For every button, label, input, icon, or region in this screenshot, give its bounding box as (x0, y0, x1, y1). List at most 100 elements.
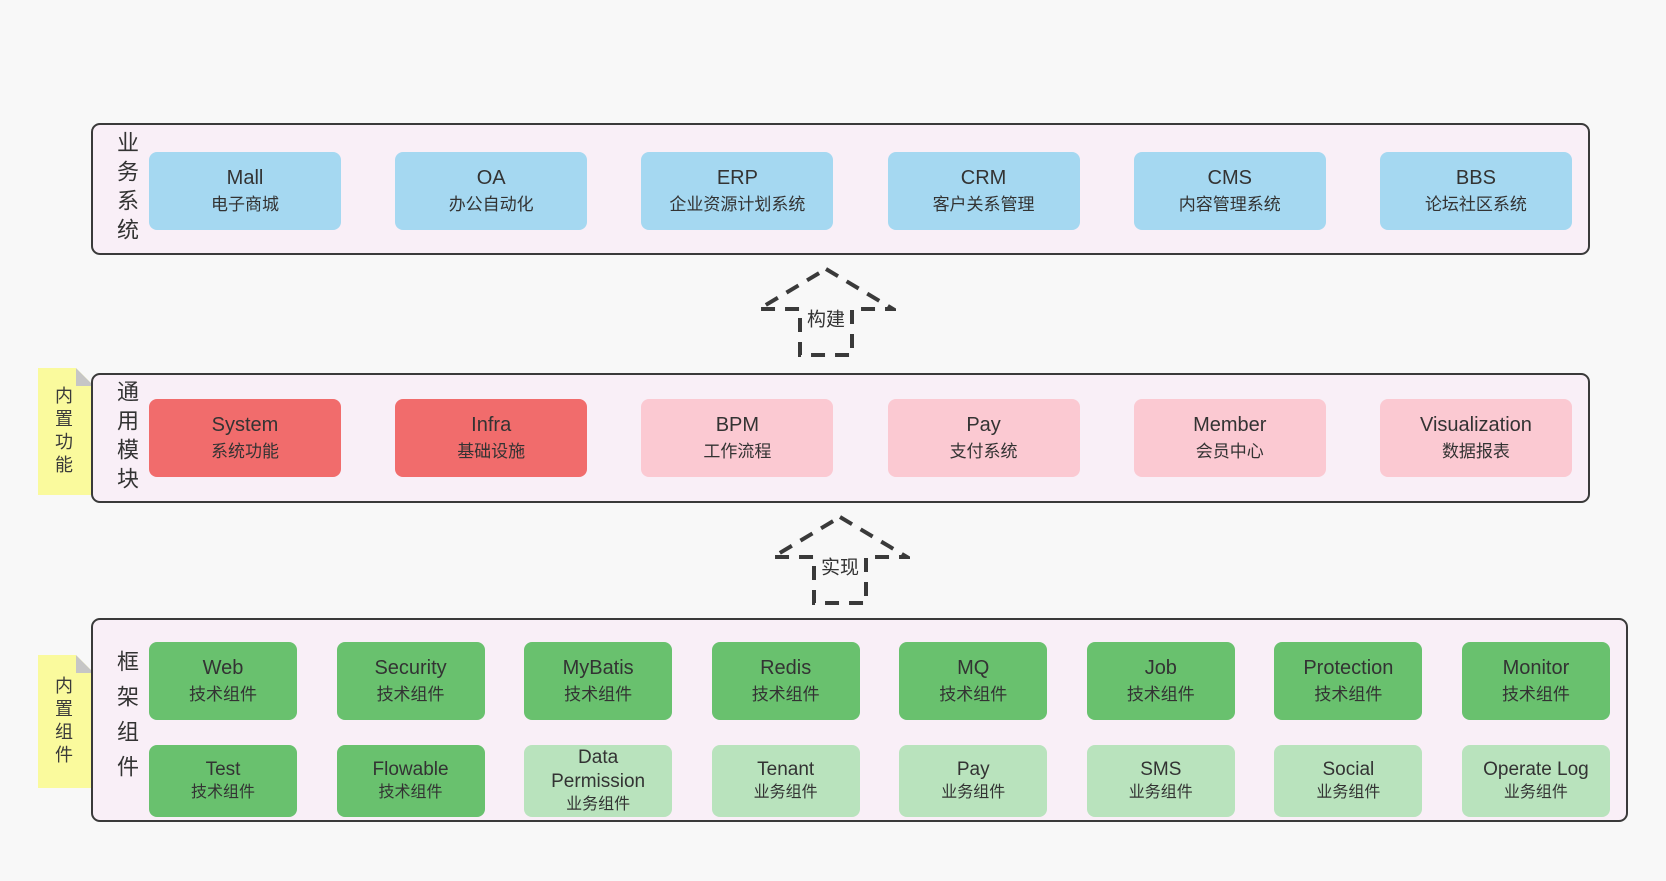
box-pay-business: Pay 业务组件 (899, 745, 1048, 817)
box-pay: Pay 支付系统 (887, 399, 1080, 477)
box-subtitle: 技术组件 (1501, 685, 1570, 704)
box-subtitle: 论坛社区系统 (1424, 195, 1527, 214)
box-title: OA (476, 167, 506, 189)
box-web: Web 技术组件 (149, 642, 297, 720)
box-subtitle: 技术组件 (378, 784, 443, 801)
box-erp: ERP 企业资源计划系统 (641, 152, 834, 230)
box-subtitle: 技术组件 (939, 685, 1008, 704)
box-title: Job (1144, 657, 1177, 679)
box-oa: OA 办公自动化 (395, 152, 588, 230)
box-title: MQ (957, 657, 990, 679)
business-systems-section: 业务系统 Mall 电子商城 OA 办公自动化 ERP 企业资源计划系统 CRM… (91, 123, 1590, 255)
box-infra: Infra 基础设施 (395, 399, 588, 477)
business-boxes-row: Mall 电子商城 OA 办公自动化 ERP 企业资源计划系统 CRM 客户关系… (149, 152, 1572, 230)
box-title: Mall (226, 167, 264, 189)
dashed-up-arrow-icon (770, 514, 910, 605)
box-title: Flowable (372, 759, 449, 780)
box-bpm: BPM 工作流程 (641, 399, 834, 477)
note-text: 内置组件 (53, 675, 73, 768)
box-subtitle: 业务组件 (1128, 784, 1193, 801)
section-label-modules: 通用模块 (114, 380, 139, 496)
box-subtitle: 系统功能 (211, 442, 279, 461)
box-subtitle: 数据报表 (1441, 442, 1510, 461)
box-subtitle: 技术组件 (189, 685, 257, 704)
section-label-business: 业务系统 (114, 131, 139, 247)
box-title: SMS (1140, 759, 1182, 780)
components-row-2: Test 技术组件 Flowable 技术组件 Data Permission … (149, 745, 1610, 817)
arrow-up-implement: 实现 (770, 514, 910, 606)
box-member: Member 会员中心 (1133, 399, 1326, 477)
box-subtitle: 技术组件 (376, 685, 445, 704)
box-subtitle: 业务组件 (1316, 784, 1381, 801)
box-title: BBS (1455, 167, 1496, 189)
box-subtitle: 工作流程 (703, 442, 772, 461)
note-text: 内置功能 (53, 385, 73, 478)
box-bbs: BBS 论坛社区系统 (1379, 152, 1572, 230)
note-built-in-features: 内置功能 (38, 368, 94, 495)
framework-components-section: 框架组件 Web 技术组件 Security 技术组件 MyBatis 技术组件… (91, 618, 1628, 822)
box-title: Social (1322, 759, 1375, 780)
box-subtitle: 内容管理系统 (1178, 195, 1281, 214)
box-title: ERP (716, 167, 758, 189)
box-title: Visualization (1419, 414, 1532, 436)
box-title: Member (1193, 414, 1267, 436)
dashed-up-arrow-icon (756, 266, 896, 357)
note-built-in-components: 内置组件 (38, 655, 94, 788)
box-title: Monitor (1502, 657, 1570, 679)
box-subtitle: 业务组件 (941, 784, 1006, 801)
box-subtitle: 技术组件 (1314, 685, 1383, 704)
box-monitor: Monitor 技术组件 (1461, 642, 1610, 720)
modules-boxes-row: System 系统功能 Infra 基础设施 BPM 工作流程 Pay 支付系统… (149, 399, 1572, 477)
box-subtitle: 技术组件 (564, 685, 633, 704)
box-subtitle: 会员中心 (1195, 442, 1264, 461)
box-subtitle: 支付系统 (949, 442, 1018, 461)
box-social: Social 业务组件 (1274, 745, 1423, 817)
box-subtitle: 电子商城 (211, 195, 279, 214)
box-cms: CMS 内容管理系统 (1133, 152, 1326, 230)
box-title: CRM (960, 167, 1007, 189)
box-mq: MQ 技术组件 (899, 642, 1048, 720)
box-mybatis: MyBatis 技术组件 (524, 642, 673, 720)
box-subtitle: 业务组件 (1503, 784, 1568, 801)
components-row-1: Web 技术组件 Security 技术组件 MyBatis 技术组件 Redi… (149, 642, 1610, 720)
box-visualization: Visualization 数据报表 (1379, 399, 1572, 477)
box-title: Data Permission (551, 747, 646, 792)
box-tenant: Tenant 业务组件 (711, 745, 860, 817)
box-title: Pay (956, 759, 990, 780)
box-mall: Mall 电子商城 (149, 152, 341, 230)
box-subtitle: 办公自动化 (448, 195, 534, 214)
box-sms: SMS 业务组件 (1086, 745, 1235, 817)
box-operate-log: Operate Log 业务组件 (1461, 745, 1610, 817)
box-subtitle: 业务组件 (566, 796, 631, 813)
box-title: Security (374, 657, 447, 679)
box-subtitle: 客户关系管理 (932, 195, 1035, 214)
box-protection: Protection 技术组件 (1274, 642, 1423, 720)
box-title: Operate Log (1483, 759, 1589, 780)
box-title: Test (205, 759, 241, 780)
box-subtitle: 企业资源计划系统 (669, 195, 806, 214)
box-title: Web (202, 657, 244, 679)
box-data-permission: Data Permission 业务组件 (524, 745, 673, 817)
box-subtitle: 基础设施 (457, 442, 526, 461)
box-system: System 系统功能 (149, 399, 341, 477)
box-flowable: Flowable 技术组件 (336, 745, 485, 817)
arrow-label-build: 构建 (803, 302, 849, 334)
arrow-label-implement: 实现 (817, 550, 863, 582)
box-title: Infra (471, 414, 512, 436)
box-subtitle: 技术组件 (190, 784, 255, 801)
box-title: System (211, 414, 279, 436)
box-title: Redis (760, 657, 812, 679)
box-title: BPM (715, 414, 760, 436)
arrow-up-build: 构建 (756, 266, 896, 358)
box-subtitle: 业务组件 (753, 784, 818, 801)
section-label-components: 框架组件 (114, 650, 139, 790)
box-security: Security 技术组件 (336, 642, 485, 720)
common-modules-section: 通用模块 System 系统功能 Infra 基础设施 BPM 工作流程 Pay… (91, 373, 1590, 503)
box-title: MyBatis (562, 657, 634, 679)
box-subtitle: 技术组件 (751, 685, 820, 704)
box-subtitle: 技术组件 (1126, 685, 1195, 704)
box-title: Protection (1303, 657, 1394, 679)
box-redis: Redis 技术组件 (711, 642, 860, 720)
box-title: Pay (966, 414, 1001, 436)
